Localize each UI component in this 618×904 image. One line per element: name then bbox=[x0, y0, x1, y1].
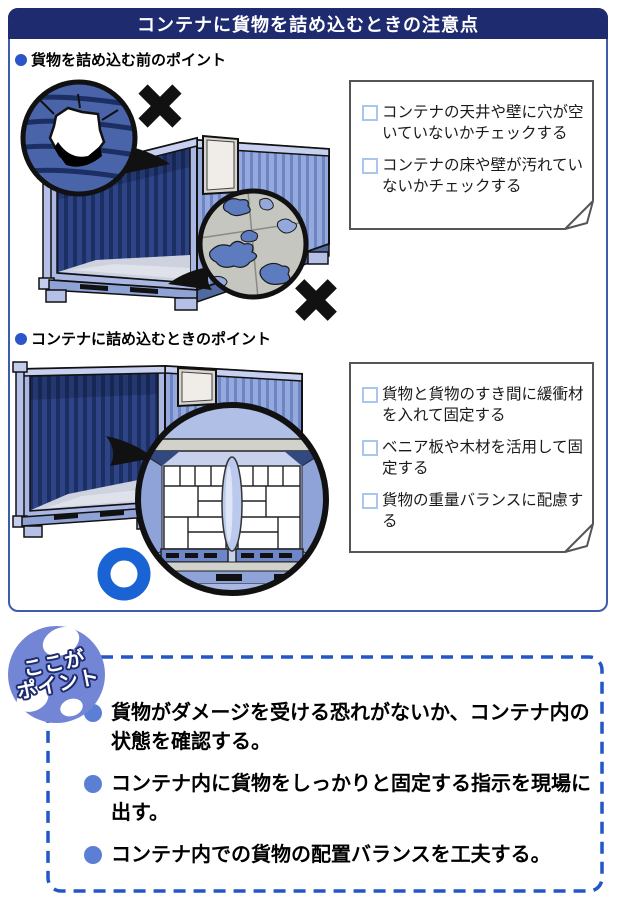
x-mark-icon bbox=[138, 84, 182, 128]
check-item: コンテナの天井や壁に穴が空いていないかチェックする bbox=[362, 102, 586, 144]
page-title: コンテナに貨物を詰め込むときの注意点 bbox=[137, 14, 479, 35]
key-point-label: 貨物がダメージを受ける恐れがないか、コンテナ内の状態を確認する。 bbox=[111, 702, 590, 753]
checklist-note-before-loading: コンテナの天井や壁に穴が空いていないかチェックする コンテナの床や壁が汚れていな… bbox=[349, 80, 594, 230]
checkbox-icon bbox=[362, 387, 378, 403]
key-point-item: コンテナ内での貨物の配置バランスを工夫する。 bbox=[84, 841, 596, 870]
key-point-label: コンテナ内に貨物をしっかりと固定する指示を現場に出す。 bbox=[111, 773, 591, 824]
checkbox-icon bbox=[362, 440, 378, 456]
magnifier-dirty-floor bbox=[197, 188, 309, 300]
section-heading-before-loading: 貨物を詰め込む前のポイント bbox=[15, 49, 226, 70]
arrow-icon bbox=[168, 266, 214, 290]
bullet-dot-icon bbox=[15, 332, 27, 345]
key-point-label: コンテナ内での貨物の配置バランスを工夫する。 bbox=[111, 844, 551, 866]
bullet-dot-icon bbox=[15, 53, 27, 66]
folded-corner-icon bbox=[564, 523, 594, 553]
dashed-border bbox=[46, 655, 604, 893]
section-heading-when-loading: コンテナに詰め込むときのポイント bbox=[15, 328, 271, 349]
check-item-label: コンテナの天井や壁に穴が空いていないかチェックする bbox=[382, 104, 584, 142]
point-badge-label: ここが ポイント bbox=[15, 646, 102, 704]
check-item: 貨物と貨物のすき間に緩衝材を入れて固定する bbox=[362, 384, 586, 426]
section-heading-label: コンテナに詰め込むときのポイント bbox=[31, 331, 272, 348]
section-heading-label: 貨物を詰め込む前のポイント bbox=[31, 52, 227, 69]
folded-corner-icon bbox=[564, 200, 594, 230]
pallets bbox=[160, 548, 304, 563]
bullet-dot-icon bbox=[84, 775, 102, 793]
checkbox-icon bbox=[362, 105, 378, 121]
key-point-item: 貨物がダメージを受ける恐れがないか、コンテナ内の状態を確認する。 bbox=[84, 699, 596, 757]
arrow-icon bbox=[106, 436, 154, 466]
cargo-boxes-left bbox=[163, 465, 227, 550]
check-item-label: 貨物と貨物のすき間に緩衝材を入れて固定する bbox=[382, 386, 584, 424]
o-mark-icon bbox=[97, 547, 151, 601]
magnifier-packed-cargo bbox=[135, 402, 329, 596]
checkbox-icon bbox=[362, 158, 378, 174]
check-item-label: コンテナの床や壁が汚れていないかチェックする bbox=[382, 157, 584, 195]
checklist-note-when-loading: 貨物と貨物のすき間に緩衝材を入れて固定する ベニア板や木材を活用して固定する 貨… bbox=[349, 362, 594, 553]
page-title-bar: コンテナに貨物を詰め込むときの注意点 bbox=[8, 8, 608, 39]
check-item: ベニア板や木材を活用して固定する bbox=[362, 437, 586, 479]
check-item: コンテナの床や壁が汚れていないかチェックする bbox=[362, 155, 586, 197]
main-panel: コンテナに貨物を詰め込むときの注意点 貨物を詰め込む前のポイント bbox=[8, 8, 608, 612]
check-item-label: ベニア板や木材を活用して固定する bbox=[382, 439, 584, 477]
container-illustration-when-loading bbox=[12, 361, 329, 601]
cargo-boxes-right bbox=[237, 465, 301, 550]
check-item-label: 貨物の重量バランスに配慮する bbox=[382, 492, 584, 530]
magnifier-hole-in-wall bbox=[20, 79, 138, 197]
x-mark-icon bbox=[295, 279, 337, 321]
check-item: 貨物の重量バランスに配慮する bbox=[362, 490, 586, 532]
key-points-box: 貨物がダメージを受ける恐れがないか、コンテナ内の状態を確認する。 コンテナ内に貨… bbox=[46, 655, 604, 893]
point-badge: ここが ポイント bbox=[8, 621, 105, 723]
container-illustration-before-loading bbox=[20, 79, 337, 321]
key-point-item: コンテナ内に貨物をしっかりと固定する指示を現場に出す。 bbox=[84, 770, 596, 828]
checkbox-icon bbox=[362, 493, 378, 509]
bullet-dot-icon bbox=[84, 846, 102, 864]
